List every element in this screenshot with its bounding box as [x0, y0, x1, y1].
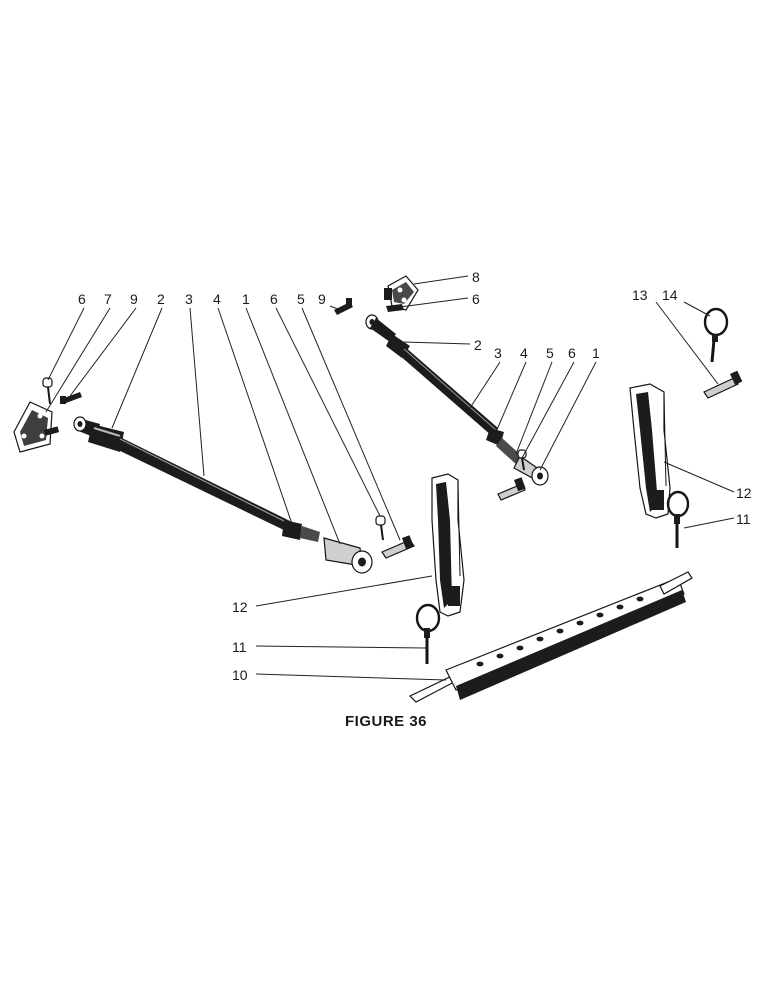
left-linch-pin: [42, 377, 53, 405]
callout-13: 13: [632, 287, 648, 303]
right-check-bracket-assembly: [629, 307, 743, 548]
callout-right-12: 12: [736, 485, 752, 501]
callouts-right-check-chain: 13 14 12 11: [632, 287, 752, 527]
right-long-rod: [398, 346, 498, 436]
right-bracket-plate: [384, 275, 419, 311]
callout-center-11: 11: [232, 639, 247, 655]
right-check-bracket: [629, 383, 671, 519]
left-lower-link-assembly: [13, 377, 415, 574]
callout-center-12: 12: [232, 599, 248, 615]
callout-left-4: 4: [213, 291, 221, 307]
callout-10: 10: [232, 667, 248, 683]
right-ring-pin: [666, 490, 690, 548]
drawbar: [408, 571, 693, 703]
callout-left-9: 9: [130, 291, 138, 307]
callout-left-5: 5: [297, 291, 305, 307]
callout-right-3: 3: [494, 345, 502, 361]
callout-right-6b: 6: [568, 345, 576, 361]
center-ring-pin: [415, 603, 441, 664]
callout-left-2: 2: [157, 291, 165, 307]
callout-right-6a: 6: [472, 291, 480, 307]
right-rear-eye: [496, 438, 549, 486]
callout-right-1: 1: [592, 345, 600, 361]
leader-lines: [45, 275, 735, 681]
top-ring-pin: [703, 307, 729, 363]
left-long-rod: [114, 436, 292, 532]
left-bolt: [60, 392, 82, 404]
right-front-eye: [365, 314, 396, 342]
callout-right-9: 9: [318, 291, 326, 307]
top-clevis-pin: [703, 370, 743, 399]
left-lock-nut: [282, 520, 320, 542]
callouts-left-link: 6 7 9 2 3 4 1 6 5: [78, 291, 305, 307]
right-rear-linch-pin: [517, 449, 527, 471]
callout-left-6a: 6: [78, 291, 86, 307]
callout-right-4: 4: [520, 345, 528, 361]
right-rear-pin: [497, 477, 526, 501]
callout-left-1: 1: [242, 291, 250, 307]
right-bolt: [334, 298, 353, 315]
left-rear-pin: [381, 535, 415, 559]
callout-left-7: 7: [104, 291, 112, 307]
left-rear-eye: [323, 537, 373, 574]
callout-right-2: 2: [474, 337, 482, 353]
center-check-bracket: [431, 473, 465, 617]
drawbar-holes: [476, 596, 644, 667]
right-linch-pin: [386, 304, 404, 312]
left-bracket-plate: [13, 401, 60, 453]
callout-right-11: 11: [736, 511, 751, 527]
callout-14: 14: [662, 287, 678, 303]
callout-right-8: 8: [472, 269, 480, 285]
callouts-right-link: 8 6 9 2 3 4 5 6 1: [318, 269, 600, 361]
callout-left-6b: 6: [270, 291, 278, 307]
callouts-center-check-chain: 12 11 10: [232, 599, 248, 683]
figure-caption: FIGURE 36: [345, 713, 427, 730]
center-check-bracket-assembly: [415, 473, 465, 664]
callout-left-3: 3: [185, 291, 193, 307]
left-rear-linch-pin: [375, 515, 386, 541]
right-lower-link-assembly: [334, 275, 549, 501]
callout-right-5: 5: [546, 345, 554, 361]
